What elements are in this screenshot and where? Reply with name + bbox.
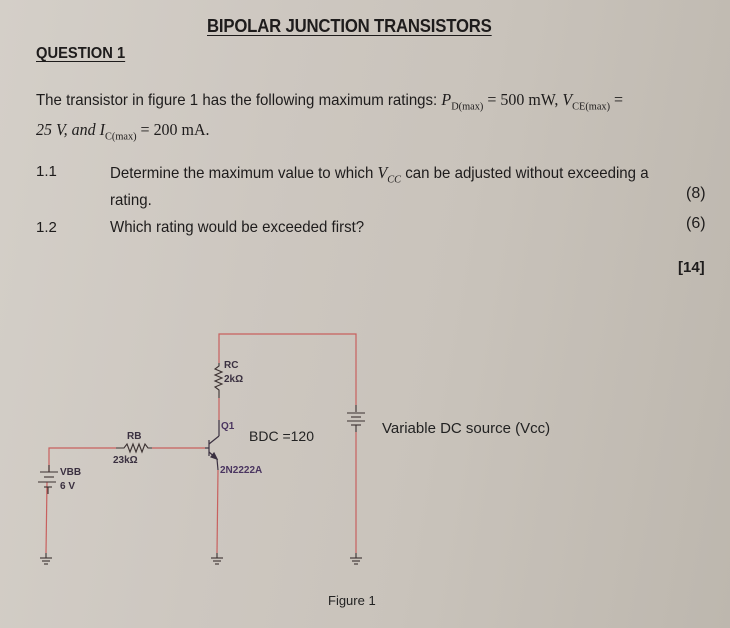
rc-value-label: 2kΩ — [224, 374, 244, 385]
npn-transistor-icon — [205, 420, 220, 471]
q1-label: Q1 — [221, 421, 235, 432]
pd-value: = 500 mW, — [483, 90, 559, 109]
vcc-symbol: V — [377, 163, 388, 182]
vce-symbol: V — [562, 90, 573, 109]
total-marks: [14] — [678, 259, 705, 276]
question-1-2-marks: (6) — [686, 215, 706, 232]
figure-caption: Figure 1 — [328, 593, 376, 608]
intro-line-2: 25 V, and IC(max) = 200 mA. — [36, 120, 210, 142]
vbb-battery-icon — [38, 465, 58, 494]
question-1-1-part2: can be adjusted without exceeding a — [401, 165, 649, 182]
question-number-1-1: 1.1 — [36, 163, 57, 180]
question-number-1-2: 1.2 — [36, 219, 57, 236]
intro-text: The transistor in figure 1 has the follo… — [36, 92, 438, 109]
q1-part-label: 2N2222A — [220, 465, 263, 476]
question-1-2-text: Which rating would be exceeded first? — [110, 219, 365, 236]
question-1-1-marks: (8) — [686, 185, 706, 202]
rb-value-label: 23kΩ — [113, 455, 138, 466]
vce-subscript: CE(max) — [572, 100, 611, 113]
pd-max-formula: PD(max) = 500 mW, VCE(max) = — [441, 90, 624, 113]
question-1-1-part1: Determine the maximum value to which — [110, 165, 378, 182]
ground-icon-emitter — [211, 553, 223, 565]
question-heading: QUESTION 1 — [36, 45, 126, 62]
ic-symbol: I — [99, 120, 105, 139]
question-1-1-line2: rating. — [110, 192, 152, 209]
intro-line-1: The transistor in figure 1 has the follo… — [36, 90, 623, 112]
vce-value: 25 V, and — [36, 120, 100, 139]
question-1-1-text: Determine the maximum value to which VCC… — [110, 163, 649, 185]
vcc-source-label: Variable DC source (Vcc) — [382, 420, 551, 437]
vbb-value-label: 6 V — [60, 481, 76, 492]
ground-icon-vbb — [40, 553, 52, 565]
beta-label: BDC =120 — [249, 428, 314, 444]
rc-resistor-icon — [213, 363, 224, 398]
rb-name-label: RB — [127, 431, 142, 442]
pd-subscript: D(max) — [451, 100, 484, 113]
vcc-battery-icon — [347, 405, 365, 432]
pd-symbol: P — [441, 90, 452, 109]
rc-name-label: RC — [224, 360, 239, 371]
circuit-wires — [45, 333, 357, 554]
rb-resistor-icon — [116, 442, 152, 454]
vbb-name-label: VBB — [60, 467, 82, 478]
vce-equals: = — [610, 90, 624, 109]
ic-subscript: C(max) — [104, 130, 137, 143]
document-title: BIPOLAR JUNCTION TRANSISTORS — [207, 16, 492, 36]
ic-value: = 200 mA. — [136, 120, 210, 139]
ground-icon-vcc — [350, 553, 362, 565]
vcc-subscript: CC — [387, 173, 402, 186]
